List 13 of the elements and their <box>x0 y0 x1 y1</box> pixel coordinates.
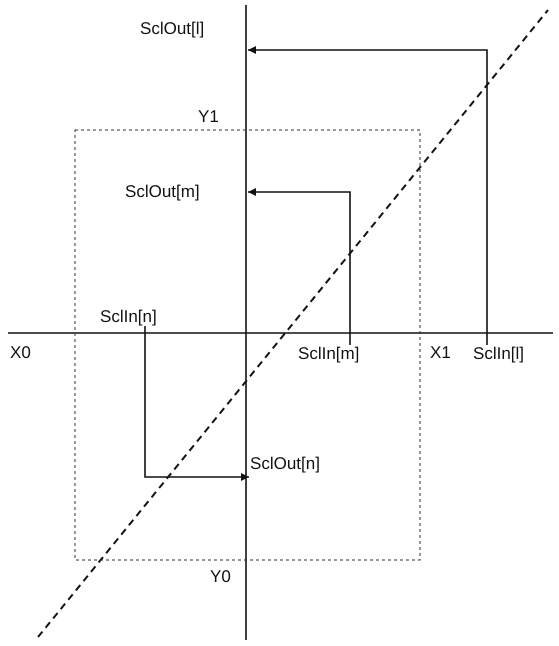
axis-label: X1 <box>430 344 451 362</box>
arrow <box>144 326 249 481</box>
value-label: SclOut[m] <box>125 183 200 201</box>
value-label: SclIn[n] <box>100 308 157 326</box>
axis-label: Y1 <box>198 108 219 126</box>
value-label: SclOut[n] <box>250 455 320 473</box>
value-label: SclIn[l] <box>473 345 524 363</box>
value-label: SclOut[l] <box>140 20 204 38</box>
arrow <box>248 188 351 345</box>
axis-label: X0 <box>10 344 31 362</box>
axis-label: Y0 <box>210 568 231 586</box>
arrow <box>248 46 488 345</box>
value-label: SclIn[m] <box>298 345 360 363</box>
